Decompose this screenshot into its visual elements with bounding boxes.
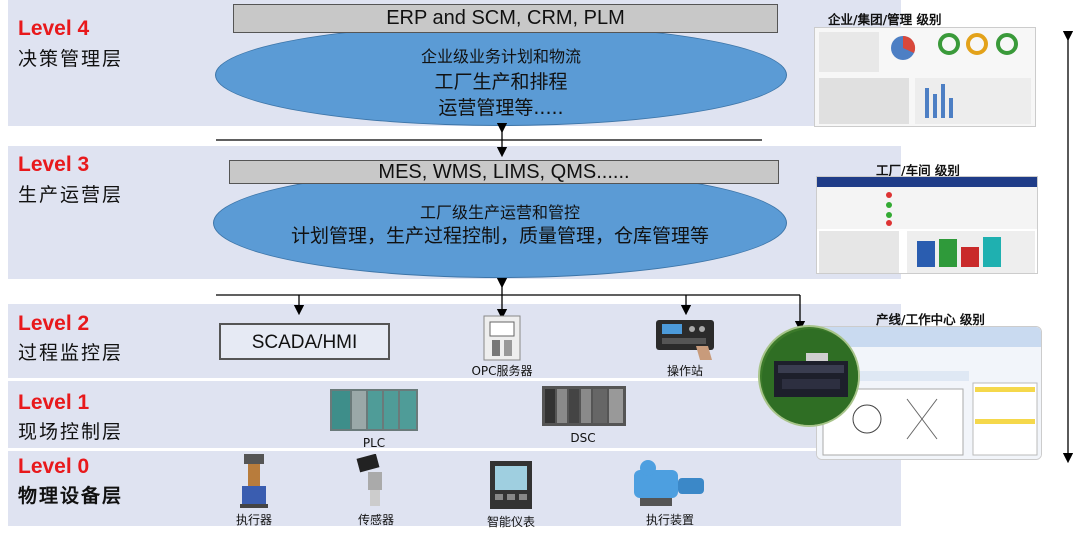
- actuating-device-label: 执行装置: [638, 511, 702, 528]
- line-device-circle: [758, 325, 860, 427]
- opc-server-icon: [482, 314, 522, 362]
- plc-icon: [330, 385, 418, 433]
- plc-label: PLC: [354, 436, 394, 450]
- actuating-device-icon: [628, 458, 712, 508]
- actuator-icon: [236, 452, 272, 510]
- smart-meter-label: 智能仪表: [483, 513, 539, 530]
- enterprise-level-label: 企业/集团/管理 级别: [828, 9, 941, 28]
- opc-server-label: OPC服务器: [462, 362, 542, 379]
- actuator-label: 执行器: [226, 511, 282, 528]
- dsc-label: DSC: [563, 431, 603, 445]
- operator-station-label: 操作站: [650, 362, 720, 379]
- sensor-icon: [354, 454, 394, 510]
- enterprise-dashboard-thumbnail: [814, 27, 1036, 127]
- factory-dashboard-thumbnail: [816, 176, 1038, 274]
- scada-hmi-box: SCADA/HMI: [219, 323, 390, 360]
- dsc-icon: [542, 384, 626, 428]
- smart-meter-icon: [489, 460, 533, 510]
- sensor-label: 传感器: [348, 511, 404, 528]
- operator-station-icon: [654, 316, 718, 362]
